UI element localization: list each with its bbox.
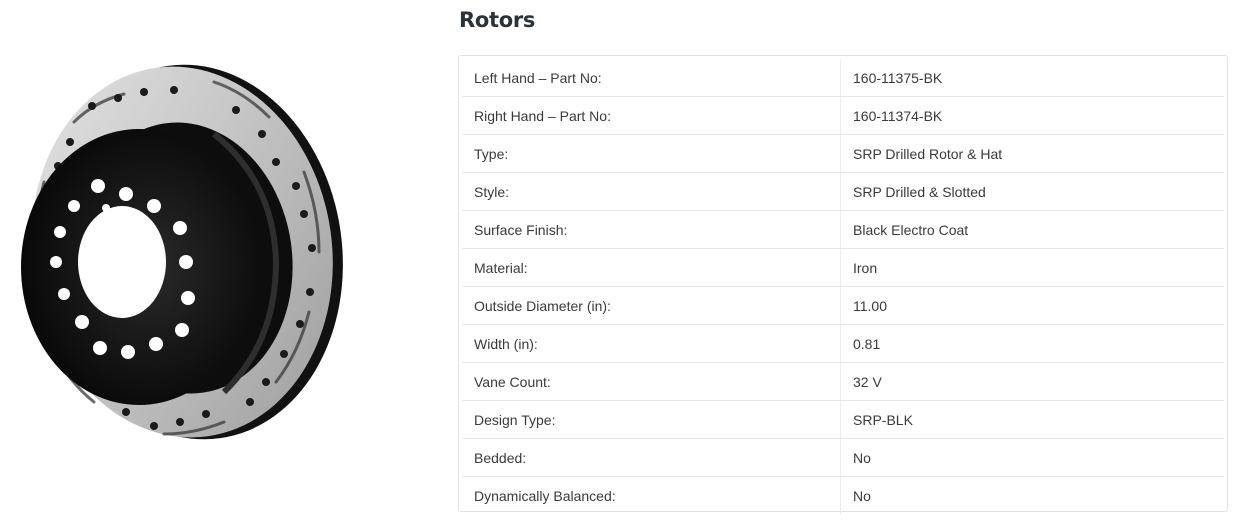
spec-label: Right Hand – Part No: (462, 96, 841, 135)
table-row: Style: SRP Drilled & Slotted (462, 172, 1224, 211)
table-row: Bedded: No (462, 438, 1224, 477)
spec-label: Surface Finish: (462, 210, 841, 249)
table-row: Design Type: SRP-BLK (462, 400, 1224, 439)
table-row: Right Hand – Part No: 160-11374-BK (462, 96, 1224, 135)
table-row: Left Hand – Part No: 160-11375-BK (462, 59, 1224, 97)
table-row: Dynamically Balanced: No (462, 476, 1224, 514)
spec-table: Left Hand – Part No: 160-11375-BK Right … (462, 59, 1224, 514)
spec-value: 160-11374-BK (840, 96, 1224, 135)
spec-label: Width (in): (462, 324, 841, 363)
table-row: Type: SRP Drilled Rotor & Hat (462, 134, 1224, 173)
spec-label: Bedded: (462, 438, 841, 477)
brake-rotor-image (14, 62, 350, 448)
spec-value: 11.00 (840, 286, 1224, 325)
spec-value: SRP-BLK (840, 400, 1224, 439)
spec-label: Material: (462, 248, 841, 287)
spec-label: Design Type: (462, 400, 841, 439)
spec-label: Vane Count: (462, 362, 841, 401)
table-row: Surface Finish: Black Electro Coat (462, 210, 1224, 249)
spec-value: 160-11375-BK (840, 59, 1224, 97)
spec-label: Dynamically Balanced: (462, 476, 841, 514)
table-row: Vane Count: 32 V (462, 362, 1224, 401)
table-row: Width (in): 0.81 (462, 324, 1224, 363)
spec-value: 32 V (840, 362, 1224, 401)
spec-value: No (853, 487, 871, 504)
spec-label: Type: (462, 134, 841, 173)
section-title: Rotors (459, 8, 536, 32)
spec-table-container: Left Hand – Part No: 160-11375-BK Right … (458, 55, 1228, 514)
spec-value: Iron (840, 248, 1224, 287)
spec-label: Style: (462, 172, 841, 211)
table-row: Material: Iron (462, 248, 1224, 287)
spec-value: SRP Drilled & Slotted (840, 172, 1224, 211)
spec-value: SRP Drilled Rotor & Hat (840, 134, 1224, 173)
spec-value: No (840, 438, 1224, 477)
table-row: Outside Diameter (in): 11.00 (462, 286, 1224, 325)
spec-label: Outside Diameter (in): (462, 286, 841, 325)
spec-value: 0.81 (840, 324, 1224, 363)
spec-label: Left Hand – Part No: (462, 59, 841, 97)
spec-value: Black Electro Coat (840, 210, 1224, 249)
